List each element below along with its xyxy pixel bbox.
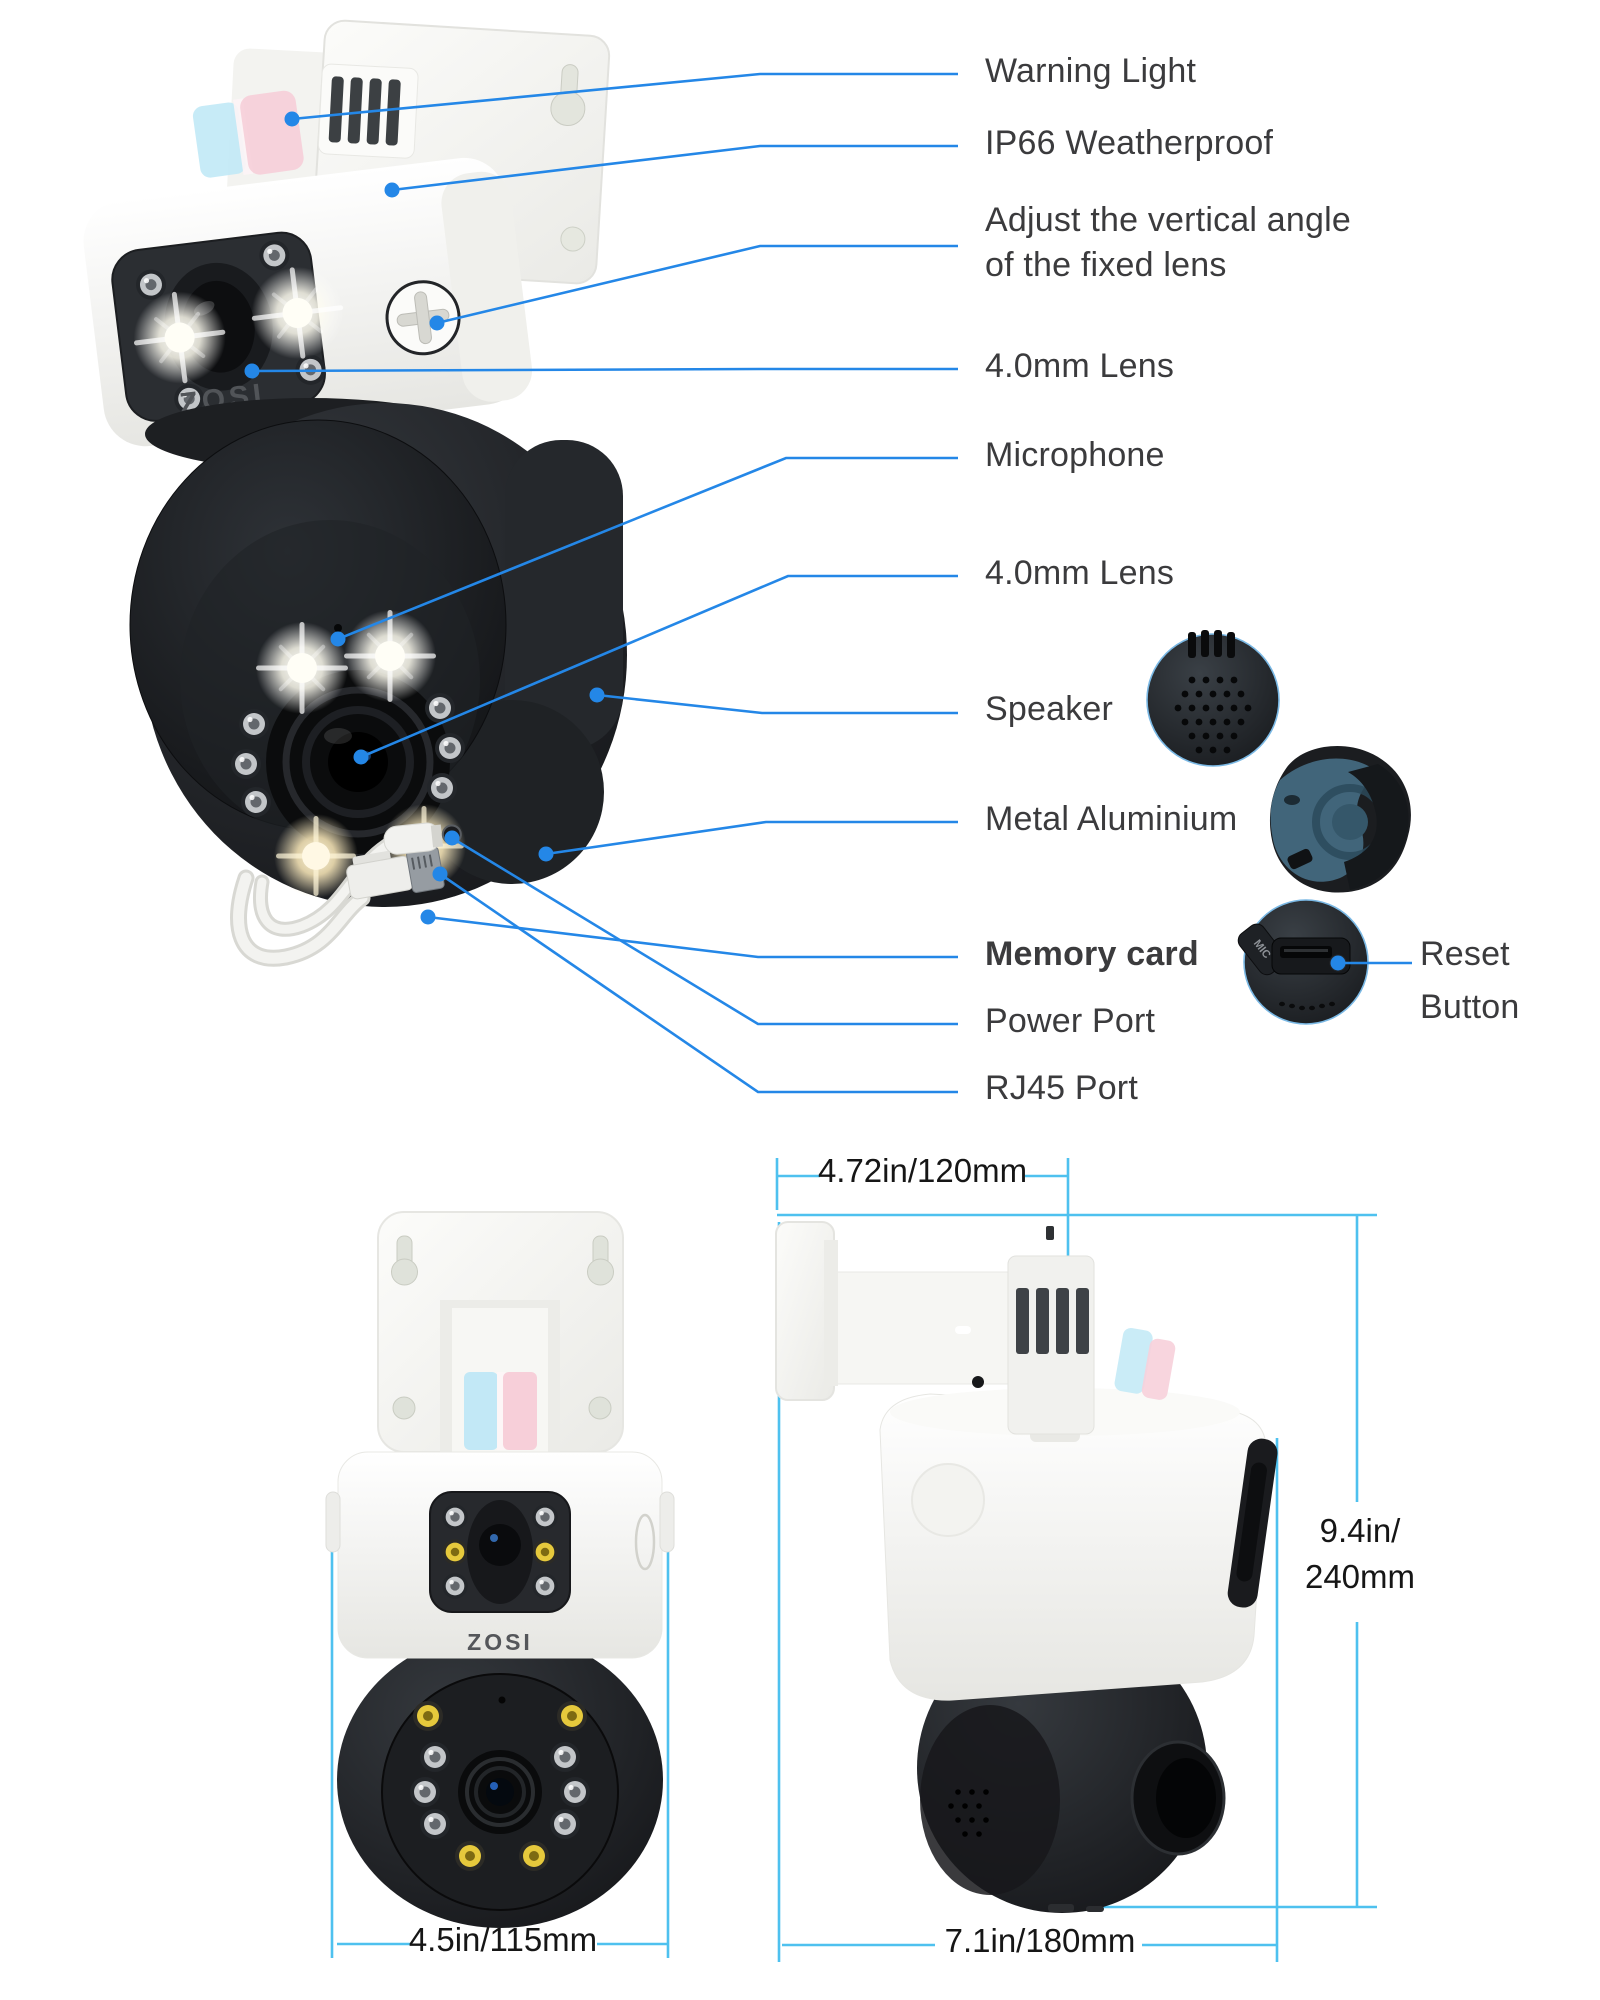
dimension-height-line1: 9.4in/ bbox=[1319, 1512, 1401, 1549]
screw-hole bbox=[560, 226, 586, 252]
dimension-bracket-width: 4.72in/120mm bbox=[817, 1152, 1028, 1189]
microphone-hole bbox=[498, 1696, 506, 1704]
fixed-lens-panel-front bbox=[429, 1491, 571, 1613]
warning-light bbox=[192, 90, 304, 178]
adjust-angle-line2: of the fixed lens bbox=[985, 246, 1227, 284]
speaker-inset bbox=[1146, 630, 1280, 767]
dimension-height-line2: 240mm bbox=[1304, 1558, 1416, 1595]
head-side bbox=[441, 171, 533, 402]
rj45-connector bbox=[346, 846, 445, 900]
reset-line2: Button bbox=[1420, 988, 1520, 1026]
dimension-side-depth: 7.1in/180mm bbox=[944, 1922, 1136, 1959]
callout-label-metal-aluminium: Metal Aluminium bbox=[985, 800, 1238, 838]
callout-dots bbox=[244, 111, 1346, 971]
microphone-hole bbox=[334, 624, 342, 632]
callout-label-fixed-lens: 4.0mm Lens bbox=[985, 347, 1175, 385]
callout-label-adjust-angle: Adjust the vertical angle of the fixed l… bbox=[985, 198, 1351, 288]
adjust-screw bbox=[385, 280, 461, 356]
front-view: ZOSI bbox=[325, 1211, 675, 1928]
callout-label-warning-light: Warning Light bbox=[985, 52, 1197, 90]
memory-inset: MIC bbox=[1237, 899, 1369, 1025]
reset-line1: Reset bbox=[1420, 935, 1510, 973]
ptz-lens-front bbox=[458, 1750, 542, 1834]
callout-lines bbox=[251, 72, 1412, 1094]
rear-panel bbox=[1007, 1255, 1095, 1435]
speaker-holes bbox=[1174, 676, 1252, 754]
ptz-ball-side bbox=[917, 1623, 1226, 1913]
callout-label-microphone: Microphone bbox=[985, 436, 1165, 474]
yoke-arm bbox=[505, 440, 623, 750]
adjust-angle-line1: Adjust the vertical angle bbox=[985, 201, 1351, 239]
ptz-ball bbox=[129, 403, 627, 907]
metal-inset bbox=[1269, 746, 1411, 893]
callout-label-power-port: Power Port bbox=[985, 1002, 1156, 1040]
callout-label-speaker: Speaker bbox=[985, 690, 1114, 728]
mount-arm-side bbox=[835, 1271, 1017, 1385]
dimension-height: 9.4in/ 240mm bbox=[1282, 1508, 1438, 1600]
warning-light-front bbox=[464, 1372, 537, 1450]
callout-label-ip66: IP66 Weatherproof bbox=[985, 124, 1274, 162]
spotlight-led bbox=[344, 610, 436, 702]
lens-edge bbox=[1227, 1438, 1278, 1608]
dimension-lines bbox=[330, 1158, 1377, 1962]
side-view bbox=[775, 1221, 1278, 1913]
camera-head-side bbox=[879, 1393, 1267, 1701]
callout-label-memory-card: Memory card bbox=[985, 935, 1199, 973]
hero-camera: ZOSI bbox=[83, 19, 627, 967]
brand-logo: ZOSI bbox=[467, 1629, 533, 1655]
warning-light-side bbox=[1114, 1327, 1176, 1400]
side-button bbox=[634, 1513, 656, 1571]
callout-label-ptz-lens: 4.0mm Lens bbox=[985, 554, 1175, 592]
fixed-lens-panel bbox=[111, 231, 349, 422]
callout-label-rj45-port: RJ45 Port bbox=[985, 1069, 1138, 1107]
callout-label-reset-button: Reset Button bbox=[1420, 928, 1520, 1034]
dimension-front-width: 4.5in/115mm bbox=[408, 1921, 598, 1958]
vent-slats-side bbox=[1016, 1288, 1089, 1354]
